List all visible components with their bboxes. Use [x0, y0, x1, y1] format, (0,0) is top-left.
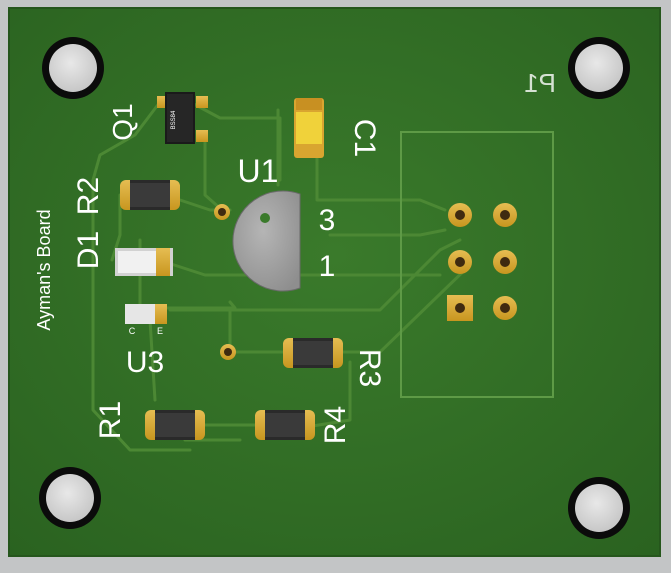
- q1-component: [157, 92, 208, 144]
- pcb-soldermask: [8, 7, 661, 557]
- q1-chip-marking: BSS84: [171, 110, 177, 129]
- pad-icon: [448, 250, 472, 274]
- pad-icon: [493, 203, 517, 227]
- p1-connector-pads: [447, 203, 517, 321]
- ref-u3: U3: [126, 346, 164, 379]
- mounting-hole-icon: [42, 37, 104, 99]
- d1-component: [115, 248, 173, 276]
- p1-outline: [400, 131, 554, 398]
- ref-r3: R3: [353, 349, 386, 387]
- ref-u1: U1: [238, 153, 279, 189]
- mounting-hole-icon: [568, 37, 630, 99]
- u1-pin3-label: 3: [319, 204, 336, 237]
- mounting-hole-icon: [568, 477, 630, 539]
- ref-c1: C1: [348, 119, 381, 157]
- pad-icon: [448, 203, 472, 227]
- ref-r2: R2: [72, 177, 105, 215]
- ref-r1: R1: [94, 401, 127, 439]
- ref-p1-mirrored: P1: [524, 68, 556, 98]
- c1-component: [294, 98, 324, 158]
- ref-d1: D1: [72, 231, 105, 269]
- r1-component: [145, 410, 205, 440]
- pad-icon: [493, 296, 517, 320]
- u3-pin-c-label: C: [129, 326, 136, 336]
- pad-icon: [493, 250, 517, 274]
- u3-pin-e-label: E: [157, 326, 163, 336]
- pad-icon: [447, 295, 473, 321]
- u1-component: [232, 190, 301, 292]
- u3-component: [125, 304, 167, 324]
- r3-component: [283, 338, 343, 368]
- ref-q1: Q1: [107, 103, 138, 140]
- r4-component: [255, 410, 315, 440]
- u1-pin1-label: 1: [319, 250, 336, 283]
- via-icon: [214, 204, 230, 220]
- r2-component: [120, 180, 180, 210]
- ref-r4: R4: [319, 406, 352, 444]
- via-icon: [220, 344, 236, 360]
- mounting-hole-icon: [39, 467, 101, 529]
- board-name-label: Ayman's Board: [34, 209, 54, 330]
